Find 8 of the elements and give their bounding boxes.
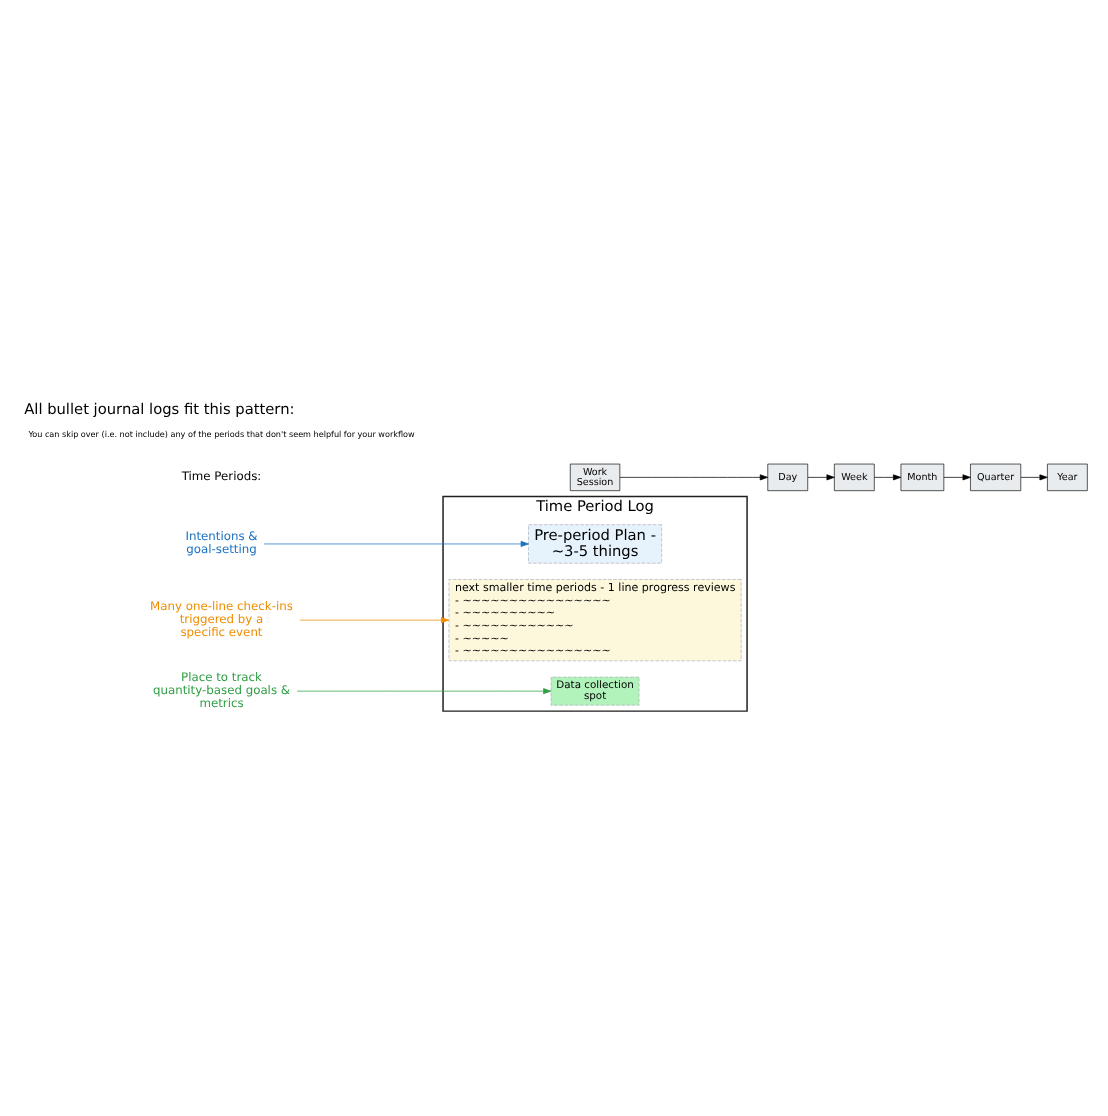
arrow	[807, 474, 835, 481]
arrow	[263, 541, 529, 547]
arrow	[1020, 474, 1048, 481]
arrow	[296, 688, 552, 695]
arrow	[299, 617, 450, 624]
arrow	[619, 474, 768, 481]
arrow	[943, 474, 971, 481]
arrow	[873, 474, 902, 481]
